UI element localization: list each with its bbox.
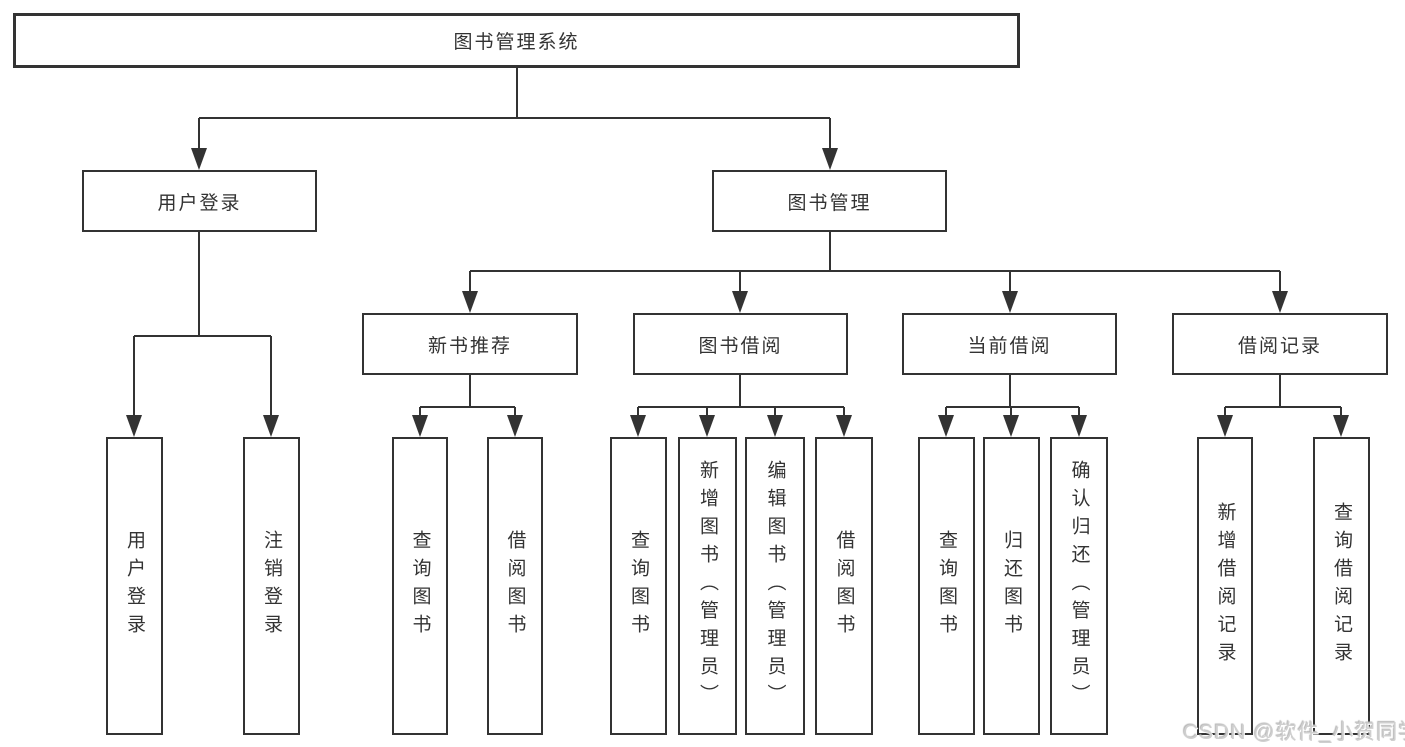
- leaf-borrowing-query-books: 查询图书: [610, 437, 667, 735]
- leaf-user-login-label: 用户登录: [124, 530, 145, 642]
- leaf-current-confirm-return-admin: 确认归还（管理员）: [1050, 437, 1108, 735]
- leaf-current-query-books-label: 查询图书: [936, 530, 957, 642]
- node-new-book-recommendation: 新书推荐: [362, 313, 578, 375]
- leaf-newbooks-query-books: 查询图书: [392, 437, 448, 735]
- leaf-logout-label: 注销登录: [261, 530, 282, 642]
- leaf-logout: 注销登录: [243, 437, 300, 735]
- leaf-borrowing-add-books-admin: 新增图书（管理员）: [678, 437, 737, 735]
- leaf-current-return-books: 归还图书: [983, 437, 1040, 735]
- node-book-management: 图书管理: [712, 170, 947, 232]
- node-borrowing-records: 借阅记录: [1172, 313, 1388, 375]
- node-book-borrowing: 图书借阅: [633, 313, 848, 375]
- leaf-user-login: 用户登录: [106, 437, 163, 735]
- node-current-borrowing: 当前借阅: [902, 313, 1117, 375]
- leaf-borrowing-edit-books-admin: 编辑图书（管理员）: [745, 437, 805, 735]
- csdn-watermark: CSDN @软件_小贺同学: [1183, 721, 1405, 744]
- node-root: 图书管理系统: [13, 13, 1020, 68]
- leaf-records-add-record-label: 新增借阅记录: [1214, 502, 1236, 670]
- leaf-current-confirm-return-admin-label: 确认归还（管理员）: [1068, 460, 1090, 712]
- leaf-records-query-record: 查询借阅记录: [1313, 437, 1370, 735]
- leaf-current-query-books: 查询图书: [918, 437, 975, 735]
- node-user-login: 用户登录: [82, 170, 317, 232]
- leaf-borrowing-add-books-admin-label: 新增图书（管理员）: [697, 460, 718, 712]
- leaf-borrowing-edit-books-admin-label: 编辑图书（管理员）: [764, 460, 786, 712]
- leaf-records-add-record: 新增借阅记录: [1197, 437, 1253, 735]
- leaf-newbooks-borrow-books: 借阅图书: [487, 437, 543, 735]
- leaf-newbooks-borrow-books-label: 借阅图书: [504, 530, 526, 642]
- leaf-borrowing-query-books-label: 查询图书: [628, 530, 649, 642]
- leaf-current-return-books-label: 归还图书: [1001, 530, 1022, 642]
- leaf-borrowing-borrow-books-label: 借阅图书: [833, 530, 855, 642]
- leaf-records-query-record-label: 查询借阅记录: [1331, 502, 1352, 670]
- leaf-newbooks-query-books-label: 查询图书: [409, 530, 431, 642]
- leaf-borrowing-borrow-books: 借阅图书: [815, 437, 873, 735]
